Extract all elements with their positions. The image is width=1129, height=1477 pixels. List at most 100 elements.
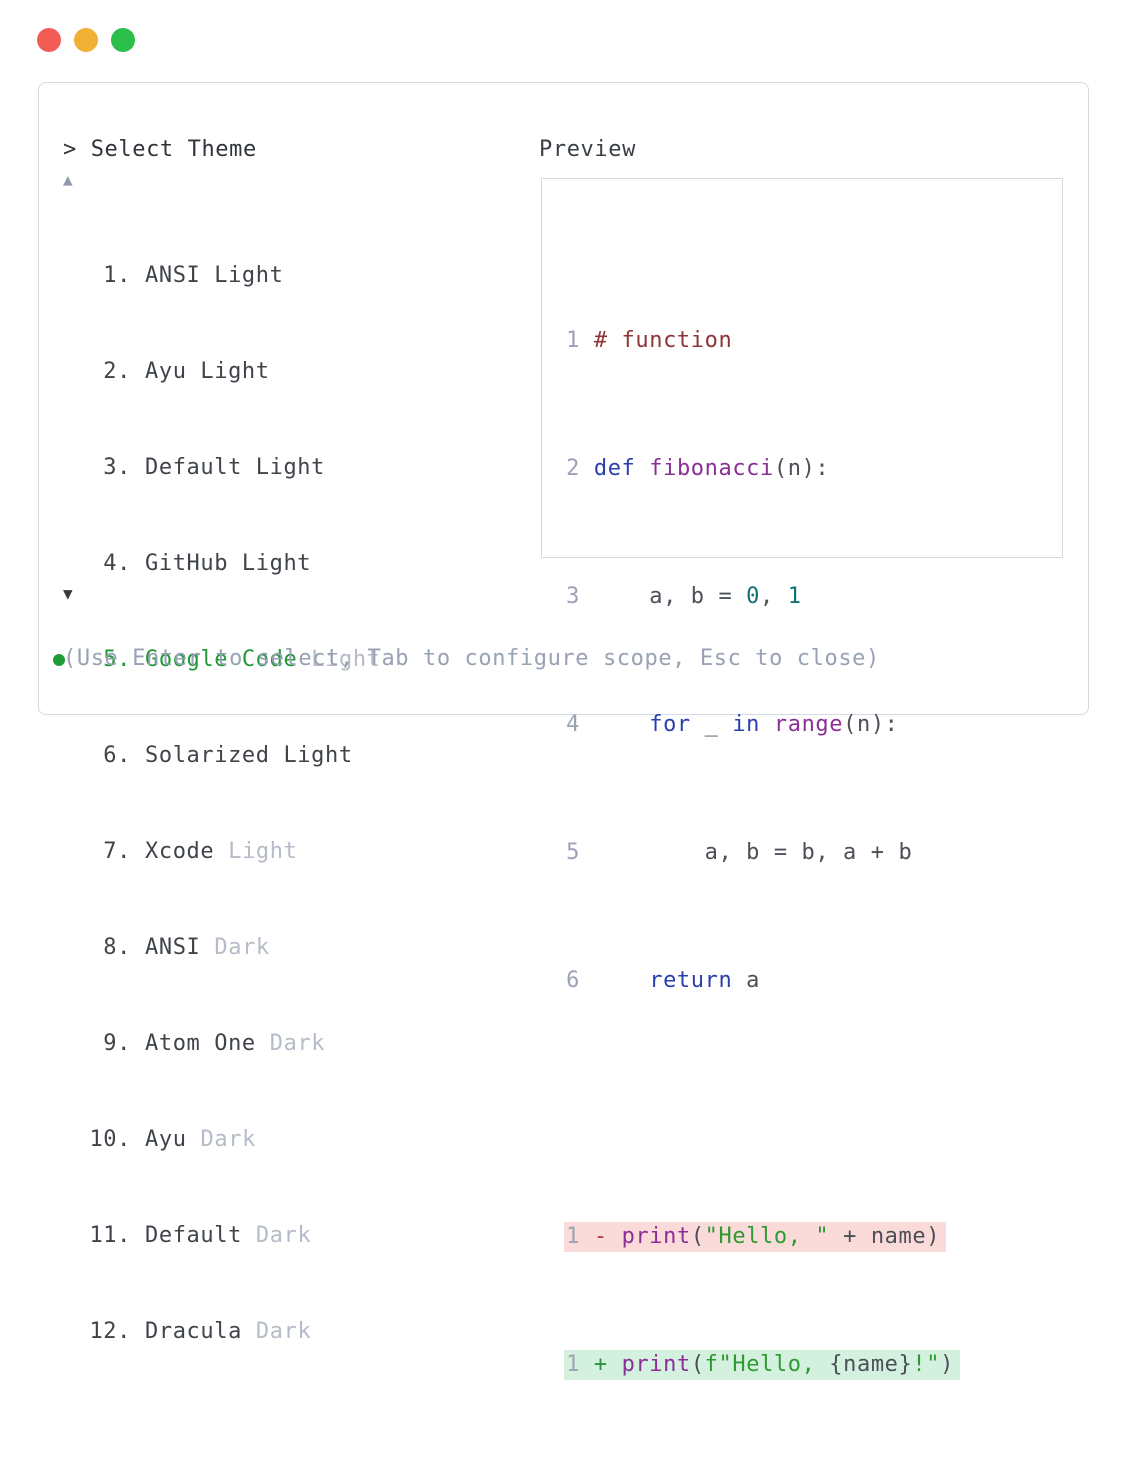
theme-name: Solarized Light <box>145 743 353 768</box>
diff-minus-sign: - <box>593 1224 608 1249</box>
line-number: 2 <box>566 456 580 481</box>
theme-variant: Light <box>228 839 298 864</box>
theme-picker-panel: > Select Theme ▲ 1. ANSI Light 2. Ayu Li… <box>38 82 1089 1380</box>
line-number: 1 <box>566 1224 580 1249</box>
theme-option-github-light[interactable]: 4. GitHub Light <box>39 548 519 580</box>
theme-name: Ayu <box>145 1127 187 1152</box>
code-token: for <box>649 712 691 737</box>
code-token: f"Hello, <box>704 1352 830 1377</box>
close-button[interactable] <box>37 28 61 52</box>
line-number: 6 <box>566 968 580 993</box>
theme-variant: Dark <box>269 1031 326 1056</box>
code-token: return <box>649 968 733 993</box>
line-number: 4 <box>566 712 580 737</box>
theme-number: 6. <box>103 743 131 768</box>
code-preview: 1 # function 2 def fibonacci(n): 3 a, b … <box>542 229 1062 1477</box>
code-line: 1 # function <box>566 325 1062 357</box>
theme-name: Default Light <box>145 455 325 480</box>
theme-variant: Dark <box>255 1319 312 1344</box>
theme-name: ANSI <box>145 935 201 960</box>
line-number: 1 <box>566 1352 580 1377</box>
theme-option-ayu-light[interactable]: 2. Ayu Light <box>39 356 519 388</box>
scroll-down-icon[interactable]: ▼ <box>63 584 73 603</box>
theme-variant: Dark <box>255 1223 312 1248</box>
theme-number: 9. <box>103 1031 131 1056</box>
code-line-blank <box>566 1093 1062 1125</box>
preview-title: Preview <box>539 137 636 162</box>
theme-variant: Dark <box>200 1127 256 1152</box>
theme-name: Atom One <box>145 1031 256 1056</box>
theme-option-xcode-light[interactable]: 7. Xcode Light <box>39 836 519 868</box>
diff-added-line: 1 + print(f"Hello, {name}!") <box>564 1349 1062 1381</box>
code-token: {name} <box>829 1352 913 1377</box>
theme-option-ansi-light[interactable]: 1. ANSI Light <box>39 260 519 292</box>
theme-number: 5. <box>103 647 131 672</box>
diff-plus-sign: + <box>593 1352 608 1377</box>
code-token: range <box>773 712 844 737</box>
theme-number: 10. <box>89 1127 131 1152</box>
code-token: (n): <box>773 456 830 481</box>
theme-option-default-dark[interactable]: 11. Default Dark <box>39 1220 519 1252</box>
diff-removed-line: 1 - print("Hello, " + name) <box>564 1221 1062 1253</box>
theme-name: Xcode <box>145 839 215 864</box>
selected-bullet-icon <box>53 654 65 666</box>
theme-name: Google Code <box>145 647 298 672</box>
code-line: 2 def fibonacci(n): <box>566 453 1062 485</box>
code-token <box>760 712 774 737</box>
code-line: 5 a, b = b, a + b <box>566 837 1062 869</box>
code-token <box>635 456 649 481</box>
theme-number: 8. <box>103 935 131 960</box>
theme-number: 7. <box>103 839 131 864</box>
theme-option-default-light[interactable]: 3. Default Light <box>39 452 519 484</box>
theme-name: GitHub Light <box>145 551 312 576</box>
theme-option-ansi-dark[interactable]: 8. ANSI Dark <box>39 932 519 964</box>
theme-number: 3. <box>103 455 131 480</box>
preview-box: 1 # function 2 def fibonacci(n): 3 a, b … <box>541 178 1063 1380</box>
code-token <box>580 1352 594 1377</box>
theme-number: 2. <box>103 359 131 384</box>
theme-option-dracula-dark[interactable]: 12. Dracula Dark <box>39 1316 519 1348</box>
code-token: # function <box>580 328 733 353</box>
code-token: 0 <box>746 584 761 609</box>
theme-option-ayu-dark[interactable]: 10. Ayu Dark <box>39 1124 519 1156</box>
theme-number: 4. <box>103 551 131 576</box>
code-token <box>580 456 594 481</box>
code-token <box>580 712 649 737</box>
theme-variant: Light <box>311 647 381 672</box>
theme-number: 12. <box>89 1319 131 1344</box>
code-line: 6 return a <box>566 965 1062 997</box>
theme-option-google-code-light[interactable]: 5. Google Code Light <box>39 644 519 676</box>
picker-prompt: > Select Theme <box>63 137 257 162</box>
theme-option-atom-one-dark[interactable]: 9. Atom One Dark <box>39 1028 519 1060</box>
theme-name: Default <box>145 1223 242 1248</box>
code-token: def <box>593 456 636 481</box>
code-token: ( <box>690 1352 705 1377</box>
maximize-button[interactable] <box>111 28 135 52</box>
code-token: "Hello, " <box>704 1224 830 1249</box>
code-line: 3 a, b = 0, 1 <box>566 581 1062 613</box>
code-token: ) <box>940 1352 954 1377</box>
code-line: 4 for _ in range(n): <box>566 709 1062 741</box>
code-token: print <box>621 1224 691 1249</box>
theme-number: 11. <box>89 1223 131 1248</box>
code-token <box>580 1224 594 1249</box>
line-number: 5 <box>566 840 580 865</box>
scroll-up-icon[interactable]: ▲ <box>63 170 73 189</box>
theme-variant: Dark <box>214 935 270 960</box>
theme-name: Ayu Light <box>145 359 270 384</box>
code-token <box>608 1352 622 1377</box>
code-token: in <box>732 712 761 737</box>
code-token: print <box>621 1352 691 1377</box>
minimize-button[interactable] <box>74 28 98 52</box>
code-token: , <box>760 584 788 609</box>
theme-list: 1. ANSI Light 2. Ayu Light 3. Default Li… <box>39 196 519 1412</box>
code-token: + name) <box>829 1224 941 1249</box>
theme-name: ANSI Light <box>145 263 284 288</box>
code-token: a, b = <box>580 584 747 609</box>
theme-number: 1. <box>103 263 131 288</box>
code-token: 1 <box>787 584 802 609</box>
theme-option-solarized-light[interactable]: 6. Solarized Light <box>39 740 519 772</box>
code-token: (n): <box>843 712 899 737</box>
code-token <box>580 968 649 993</box>
line-number: 3 <box>566 584 580 609</box>
